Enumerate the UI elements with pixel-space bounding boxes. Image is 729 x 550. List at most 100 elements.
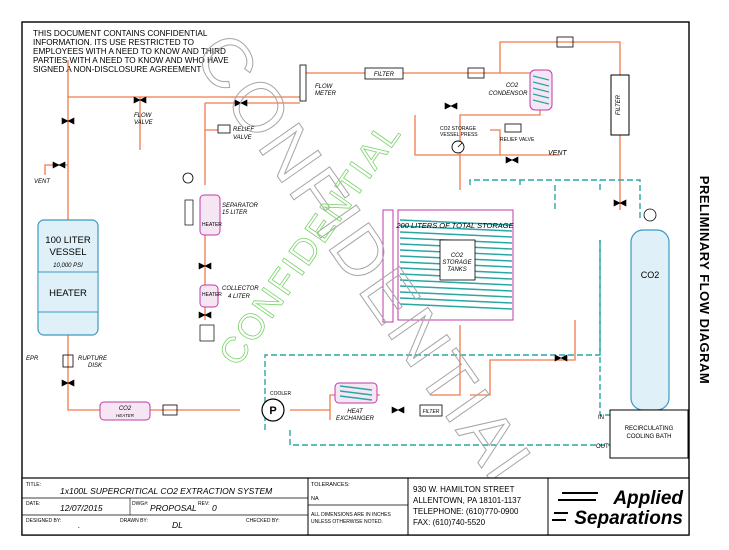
co2-cylinder-label: CO2 <box>641 270 660 280</box>
separator-label: 15 LITER <box>222 210 248 216</box>
title-value: 1x100L SUPERCRITICAL CO2 EXTRACTION SYST… <box>60 486 273 496</box>
cooler-pump: P COOLER <box>261 391 292 422</box>
valve-icon <box>613 199 627 207</box>
valve-icon <box>133 96 147 104</box>
tolerances-value: NA <box>311 496 319 502</box>
filter-top-label: FILTER <box>374 72 395 78</box>
fax-line: FAX: (610)740-5520 <box>413 518 486 527</box>
valve-icon <box>198 311 212 319</box>
co2-heater: CO2 HEATER <box>99 401 151 421</box>
filter-bottom-box <box>419 404 443 417</box>
confidentiality-notice: THIS DOCUMENT CONTAINS CONFIDENTIAL INFO… <box>33 29 229 74</box>
valve-icon <box>391 406 405 414</box>
filter-right-label: FILTER <box>616 94 622 115</box>
co2-cylinder: CO2 <box>630 208 670 411</box>
separator-heater-label: HEATER <box>202 222 222 228</box>
collector-label: 4 LITER <box>228 294 251 300</box>
vessel-label: 100 LITER <box>45 235 91 246</box>
flow-meter-label: METER <box>315 91 337 97</box>
side-title: PRELIMINARY FLOW DIAGRAM <box>697 176 712 384</box>
designed-label: DESIGNED BY: <box>26 518 61 524</box>
heat-exchanger-label: EXCHANGER <box>336 416 375 422</box>
valve-icon <box>61 379 75 387</box>
drawn-label: DRAWN BY: <box>120 518 148 524</box>
bath-label: COOLING BATH <box>627 434 672 440</box>
notice-line: SIGNED A NON-DISCLOSURE AGREEMENT <box>33 65 201 74</box>
dims-note: UNLESS OTHERWISE NOTED. <box>311 519 383 525</box>
cooling-lines <box>264 179 641 446</box>
applied-separations-logo: Applied Separations <box>552 488 683 529</box>
bath-out-label: OUT <box>596 444 609 450</box>
relief-valve-label: RELIEF <box>233 127 254 133</box>
notice-line: THIS DOCUMENT CONTAINS CONFIDENTIAL <box>33 29 208 38</box>
collector-label: COLLECTOR <box>222 286 259 292</box>
storage-tanks-label: CO2 <box>451 253 464 259</box>
co2-condensor: CO2 CONDENSOR <box>488 69 553 111</box>
condensor-label: CO2 <box>506 83 519 89</box>
relief-valve-small-icon <box>504 123 522 133</box>
co2-heater-label: HEATER <box>116 413 135 418</box>
rev-label: REV: <box>198 501 209 507</box>
collector-heater-label: HEATER <box>202 292 222 298</box>
rupture-disk-label: RUPTURE <box>78 356 108 362</box>
notice-line: EMPLOYEES WITH A NEED TO KNOW AND THIRD <box>33 47 226 56</box>
flow-valve-label: VALVE <box>134 120 154 126</box>
title-label: TITLE: <box>26 482 41 488</box>
dwg-label: DWG#: <box>132 501 148 507</box>
check-valve-icon <box>467 67 485 79</box>
filter-bottom-label: FILTER <box>423 409 440 415</box>
valve-icon <box>198 262 212 270</box>
cooler-label: COOLER <box>270 391 292 397</box>
valve-icon <box>234 99 248 107</box>
phone-line: TELEPHONE: (610)770-0900 <box>413 507 519 516</box>
heat-exchanger: HEAT EXCHANGER <box>334 382 378 422</box>
notice-line: INFORMATION. ITS USE RESTRICTED TO <box>33 38 194 47</box>
vent-right-label: VENT <box>548 150 567 157</box>
designed-value: . <box>78 520 80 530</box>
bath-in-label: IN <box>598 415 604 421</box>
check-valve-icon <box>162 404 178 416</box>
vessel-heater-label: HEATER <box>49 288 87 299</box>
valve-icon <box>554 354 568 362</box>
rupture-disk-label: DISK <box>88 363 103 369</box>
storage-press-label: VESSEL PRESS <box>440 132 478 138</box>
vent-left-label: VENT <box>34 179 51 185</box>
co2-heater-label: CO2 <box>119 406 132 412</box>
flow-meter-icon <box>299 64 307 102</box>
flow-meter-label: FLOW <box>315 84 334 90</box>
vessel-label: VESSEL <box>50 247 87 258</box>
notice-line: PARTIES WITH A NEED TO KNOW AND WHO HAVE <box>33 56 229 65</box>
address-line: ALLENTOWN, PA 18101-1137 <box>413 496 522 505</box>
relief-valve-icon <box>217 124 231 134</box>
flow-valve-label: FLOW <box>134 113 153 119</box>
check-valve-icon <box>556 36 574 48</box>
address-line: 930 W. HAMILTON STREET <box>413 485 515 494</box>
svg-text:Applied: Applied <box>612 488 683 509</box>
date-value: 12/07/2015 <box>60 503 103 513</box>
drawn-value: DL <box>172 520 183 530</box>
title-block: TITLE: 1x100L SUPERCRITICAL CO2 EXTRACTI… <box>21 477 690 536</box>
epr-label: EPR <box>26 356 39 362</box>
svg-text:Separations: Separations <box>574 508 683 529</box>
filter-right-box <box>610 74 630 136</box>
rupture-disk-icon <box>62 354 74 368</box>
bath-label: RECIRCULATING <box>625 426 674 432</box>
collector-4l: COLLECTOR 4 LITER HEATER <box>199 284 259 342</box>
separator-label: SEPARATOR <box>222 203 259 209</box>
valve-icon <box>52 161 66 169</box>
valve-icon <box>505 156 519 164</box>
heat-exchanger-label: HEAT <box>347 409 364 415</box>
filter-top-box <box>364 67 404 80</box>
dims-note: ALL DIMENSIONS ARE IN INCHES <box>311 512 391 518</box>
vessel-100l: 100 LITER VESSEL 10,000 PSI HEATER <box>37 219 99 336</box>
storage-tanks: 200 LITERS OF TOTAL STORAGE CO2 STORAGE … <box>382 209 515 323</box>
valve-icon <box>444 102 458 110</box>
relief-valve-small-label: RELIEF VALVE <box>500 137 535 143</box>
storage-tanks-label: STORAGE <box>442 260 472 266</box>
valves <box>52 96 627 414</box>
tolerances-label: TOLERANCES: <box>311 482 350 488</box>
vessel-pressure: 10,000 PSI <box>53 263 83 269</box>
condensor-label: CONDENSOR <box>488 91 528 97</box>
pump-label: P <box>269 405 276 417</box>
